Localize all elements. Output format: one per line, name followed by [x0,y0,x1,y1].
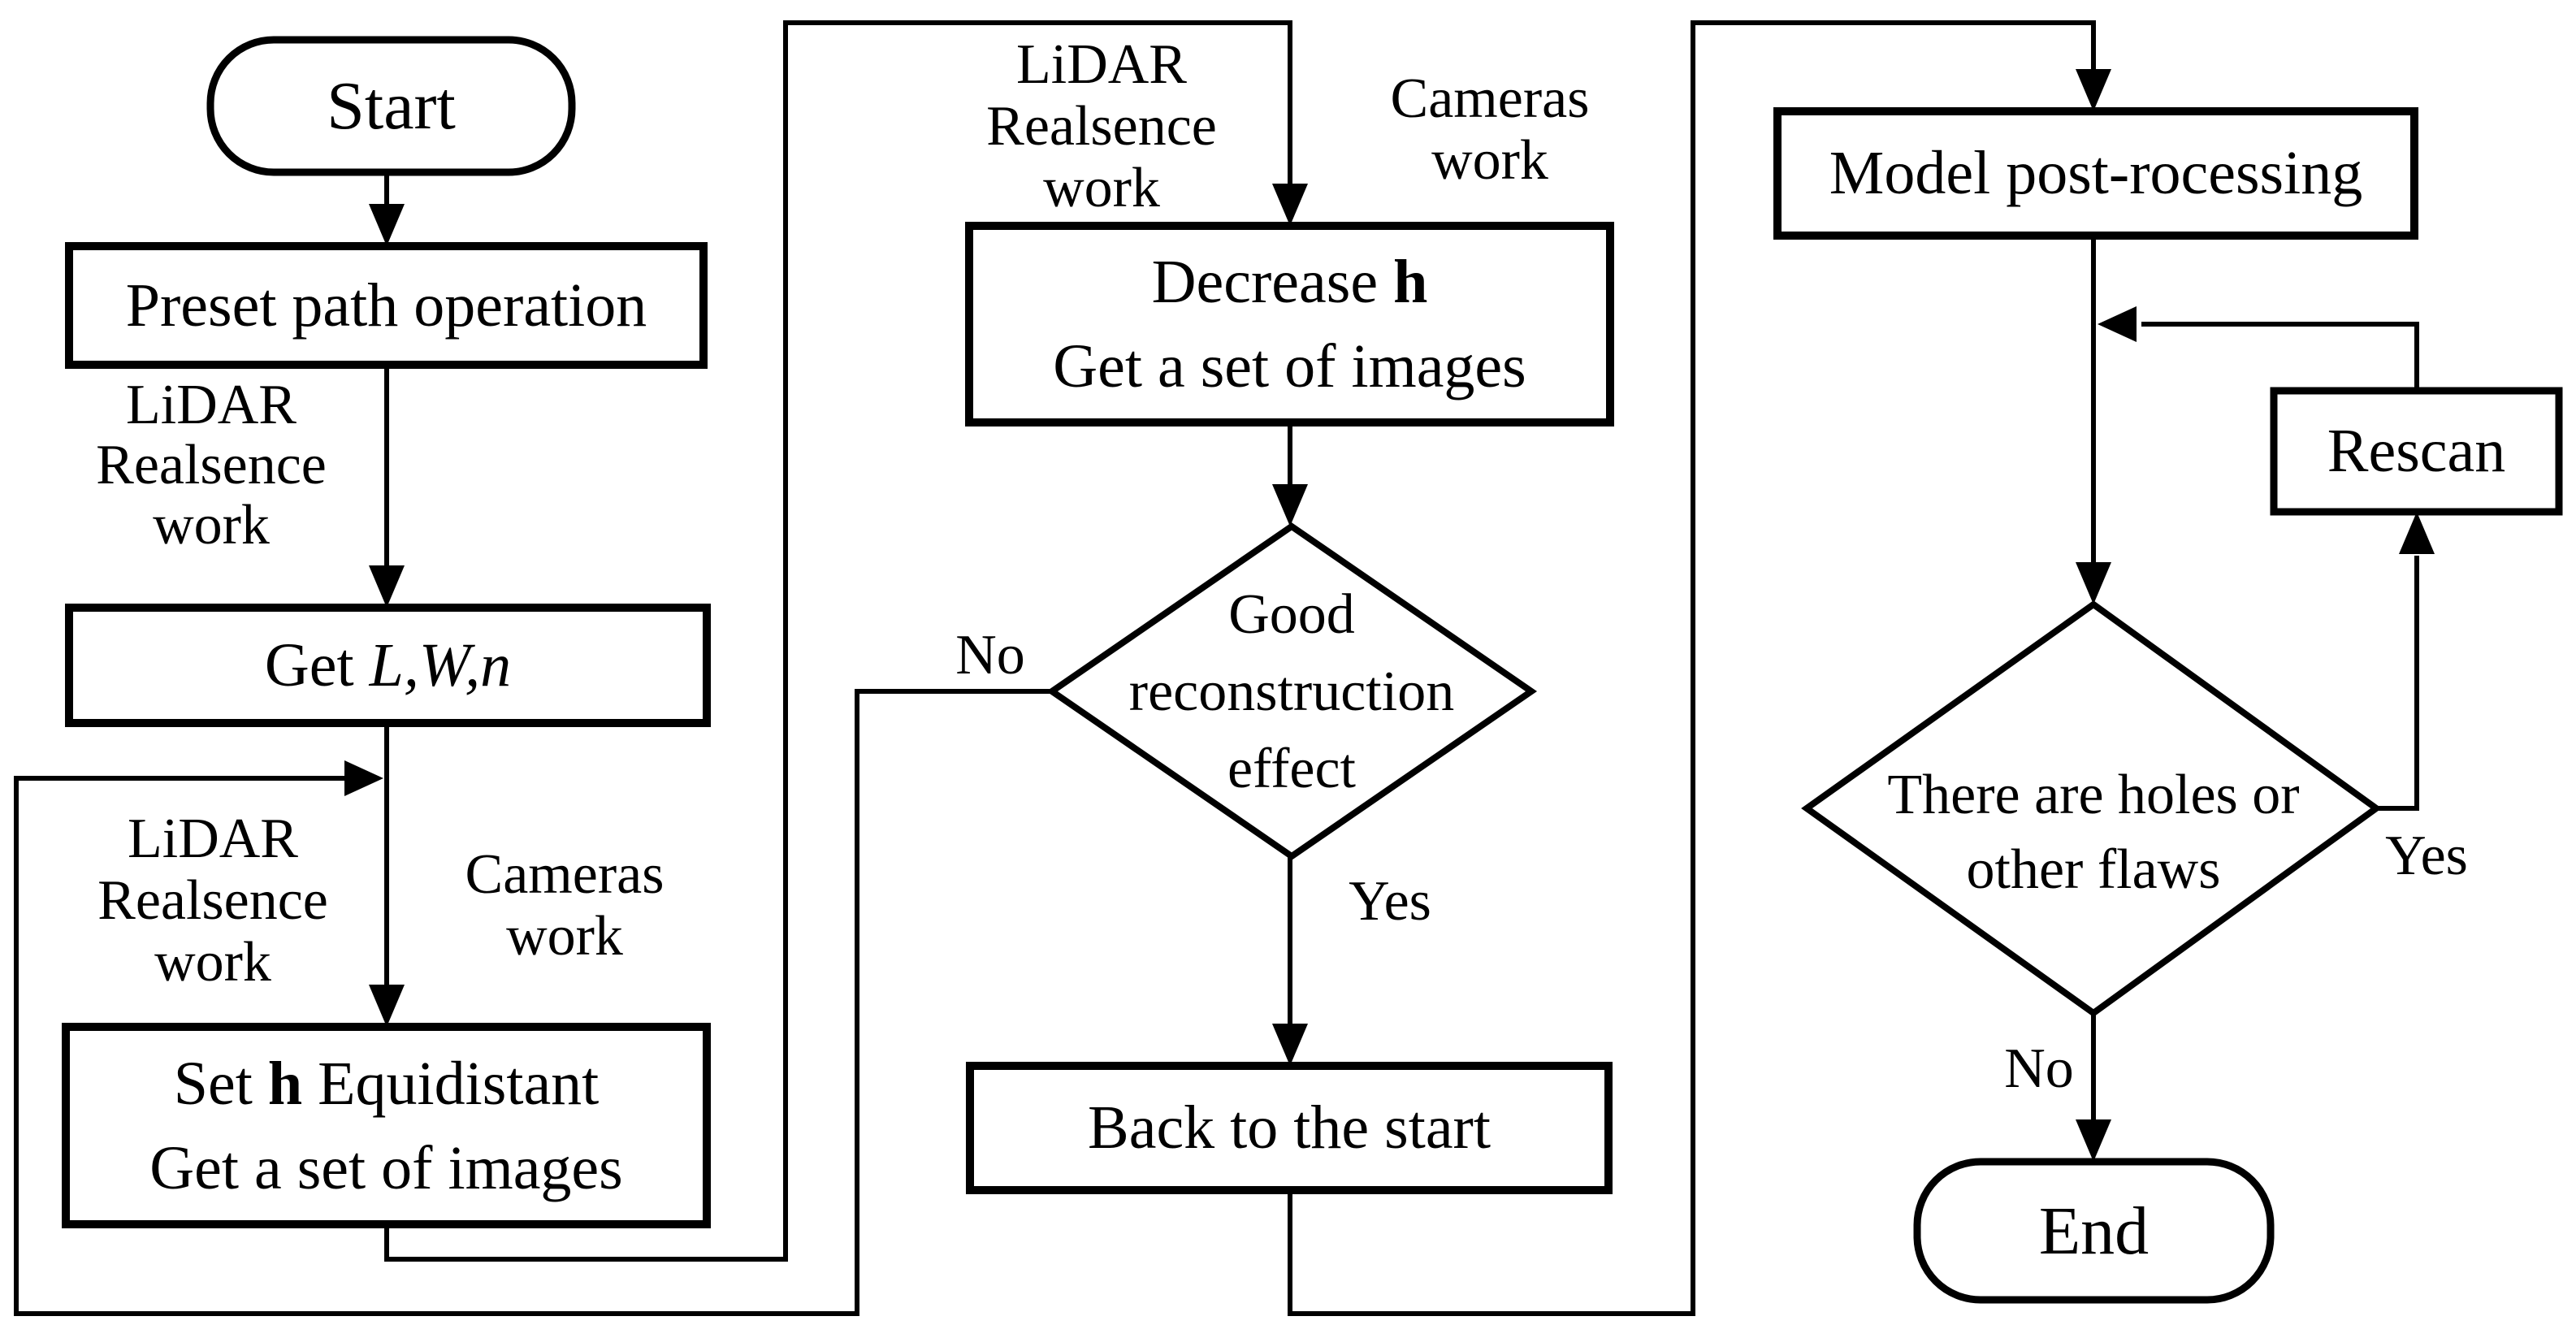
lidar-word: LiDAR [1016,33,1187,96]
cameras-word: Cameras [465,843,665,906]
arrowhead-rescan-return-left [2098,306,2137,342]
decrease-h-node-label: Decrease h Get a set of images [969,226,1610,422]
lidar-word: LiDAR [128,808,298,870]
work-word: work [153,494,270,556]
arrowhead-into-rescan-up [2399,512,2435,554]
work-word: work [1431,129,1548,192]
yes-word: Yes [1349,870,1431,933]
arrowhead-into-back [1272,1024,1308,1066]
end-node-shape [1913,1158,2275,1304]
holes-flaws-diamond-label: There are holes or other flaws [1828,756,2359,910]
edge-back-to-model [1288,20,2096,1316]
model-post-processing-node-label: Model post-rocessing [1777,111,2414,236]
work-word: work [154,931,271,994]
end-node-label: End [1917,1162,2271,1300]
work-word: work [1043,157,1160,219]
node-shapes [62,36,2563,1304]
good-line3: effect [1227,737,1356,800]
good-reconstruction-diamond-label: Good reconstruction effect [1089,574,1495,809]
model-post-processing-node-shape [1773,107,2418,240]
get-lwn-text: Get L,W,n [265,630,511,701]
diamond2-no-label: No [1958,1037,2120,1100]
start-node-shape [206,36,576,176]
back-to-start-node-label: Back to the start [970,1066,1608,1190]
start-node-label: Start [210,40,572,172]
yes-word: Yes [2385,825,2468,887]
edge-rescan-return [2141,322,2419,391]
realsence-word: Realsence [986,95,1217,158]
arrowheads [344,69,2435,1162]
good-reconstruction-diamond-shape [1046,522,1538,860]
decrease-h-line1: Decrease h [1152,240,1428,324]
arrowhead-into-diamond2 [2076,562,2111,604]
realsence-word: Realsence [97,869,328,932]
arrowhead-merge-right [344,760,383,796]
holes-line2: other flaws [1966,838,2221,901]
preset-path-text: Preset path operation [125,271,647,340]
no-word: No [955,624,1025,686]
edge-seth-to-decreaseh [384,20,1292,1262]
diamond1-yes-label: Yes [1309,870,1471,933]
good-line2: reconstruction [1128,660,1455,723]
end-text: End [2038,1193,2150,1269]
good-line1: Good [1228,582,1355,646]
start-text: Start [327,68,456,144]
set-word: Set [173,1049,253,1118]
preset-path-node-shape [65,242,708,369]
edge-label-lidar-realsence-2: LiDAR Realsence work [50,808,375,994]
preset-path-node-label: Preset path operation [69,246,704,365]
no-word: No [2004,1037,2074,1100]
holes-line1: There are holes or [1887,764,2300,826]
rescan-node-label: Rescan [2274,391,2559,512]
get-word: Get [264,630,354,699]
holes-flaws-diamond-shape [1801,600,2382,1017]
arrowhead-into-diamond1 [1272,484,1308,526]
diamond2-yes-label: Yes [2345,825,2508,887]
equidistant-word: Equidistant [318,1049,600,1118]
connectors [14,20,2419,1316]
rescan-node-shape [2270,387,2563,516]
diamond1-no-label: No [909,624,1072,686]
get-lwn-node-shape [65,604,711,727]
edge-label-lidar-realsence-1: LiDAR Realsence work [49,375,374,556]
back-to-start-text: Back to the start [1088,1093,1491,1162]
arrowhead-into-model [2076,69,2111,111]
realsence-word: Realsence [96,434,327,496]
decrease-h-node-shape [965,222,1614,427]
lidar-word: LiDAR [126,374,297,436]
h-variable: h [267,1049,303,1118]
work-word: work [506,905,623,968]
decrease-word: Decrease [1151,248,1379,316]
set-h-node-label: Set h Equidistant Get a set of images [66,1027,707,1224]
set-h-line1: Set h Equidistant [174,1041,600,1126]
lwn-variables: L,W,n [369,630,512,699]
rescan-text: Rescan [2327,417,2506,485]
model-post-processing-text: Model post-rocessing [1829,139,2363,207]
cameras-word: Cameras [1390,67,1590,130]
edge-label-cameras-work-2: Cameras work [1368,68,1612,192]
back-to-start-node-shape [966,1062,1613,1194]
arrowhead-into-preset [369,204,405,246]
arrowhead-into-getlwn [369,565,405,608]
get-lwn-node-label: Get L,W,n [69,608,707,723]
h-variable: h [1393,248,1428,316]
decrease-h-line2: Get a set of images [1053,332,1526,401]
set-h-node-shape [62,1023,711,1228]
edge-label-cameras-work-1: Cameras work [443,844,686,968]
arrowhead-into-seth [369,985,405,1027]
arrowhead-into-end [2076,1119,2111,1162]
edge-no-loop-to-merge [14,689,1052,1316]
arrowhead-into-decreaseh [1272,184,1308,226]
set-h-line2: Get a set of images [149,1133,623,1202]
edge-label-lidar-realsence-3: LiDAR Realsence work [939,34,1264,219]
edge-diamond2-yes-to-rescan [2376,556,2419,811]
